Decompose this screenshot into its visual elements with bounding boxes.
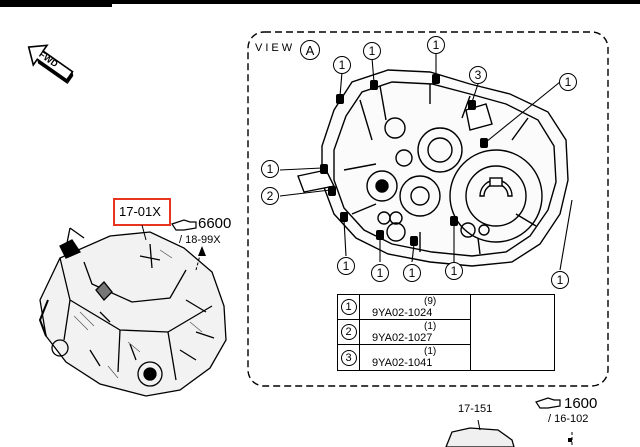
callout-circle: 1 [333, 56, 351, 74]
row-part-number: 9YA02-1024 [372, 307, 433, 319]
row-part-number: 9YA02-1041 [372, 357, 433, 369]
callout-circle: 1 [337, 257, 355, 275]
reference-arrow-icon [198, 246, 206, 256]
callout-circle: 1 [371, 264, 389, 282]
table-row: 1 (9) 9YA02-1024 [338, 295, 470, 320]
fwd-arrow-icon [27, 44, 74, 85]
row-part-number: 9YA02-1027 [372, 332, 433, 344]
top-border-tab [0, 4, 112, 7]
row-number: 2 [340, 324, 357, 340]
bolt-markers [320, 74, 488, 246]
transmission-body [38, 227, 227, 397]
callout-circle: 1 [559, 73, 577, 91]
table-row: 3 (1) 9YA02-1041 [338, 345, 470, 370]
callout-circle: 3 [469, 66, 487, 84]
callout-circle: 1 [427, 36, 445, 54]
reference-code-2: 1600 [564, 395, 598, 412]
reference-leader [195, 247, 203, 271]
part-leader [141, 224, 147, 241]
row-quantity: (9) [424, 296, 437, 307]
reference-hand-icon-2 [535, 397, 561, 409]
callout-circle: 1 [261, 160, 279, 178]
sub-part-code: 17-151 [458, 403, 493, 415]
callout-circle: 2 [261, 187, 279, 205]
callout-circle: 1 [445, 262, 463, 280]
view-label: VIEW [255, 42, 296, 54]
callout-circle: 1 [363, 42, 381, 60]
reference-code-1: 6600 [198, 215, 232, 232]
row-number: 1 [340, 299, 357, 315]
reference-sub-2: / 16-102 [548, 413, 589, 425]
view-letter-badge: A [300, 40, 320, 60]
transmission-shading [73, 249, 203, 379]
parts-table: 1 (9) 9YA02-1024 2 (1) 9YA02-1027 3 (1) … [337, 294, 555, 371]
callout-circle: 1 [551, 271, 569, 289]
row-number: 3 [340, 349, 357, 366]
table-row: 2 (1) 9YA02-1027 [338, 320, 470, 345]
reference-dot [568, 438, 572, 442]
callout-circle: 1 [403, 264, 421, 282]
reference-sub-1: / 18-99X [179, 234, 221, 246]
view-a-frame [247, 31, 609, 387]
top-border [0, 0, 640, 4]
transaxle-case [297, 69, 569, 267]
reference-hand-icon [171, 219, 197, 231]
table-divider [470, 295, 471, 370]
main-part-code: 17-01X [119, 204, 161, 219]
row-quantity: (1) [424, 321, 437, 332]
bracket-part [445, 419, 515, 447]
leader-lines [279, 52, 573, 271]
row-quantity: (1) [424, 346, 437, 357]
